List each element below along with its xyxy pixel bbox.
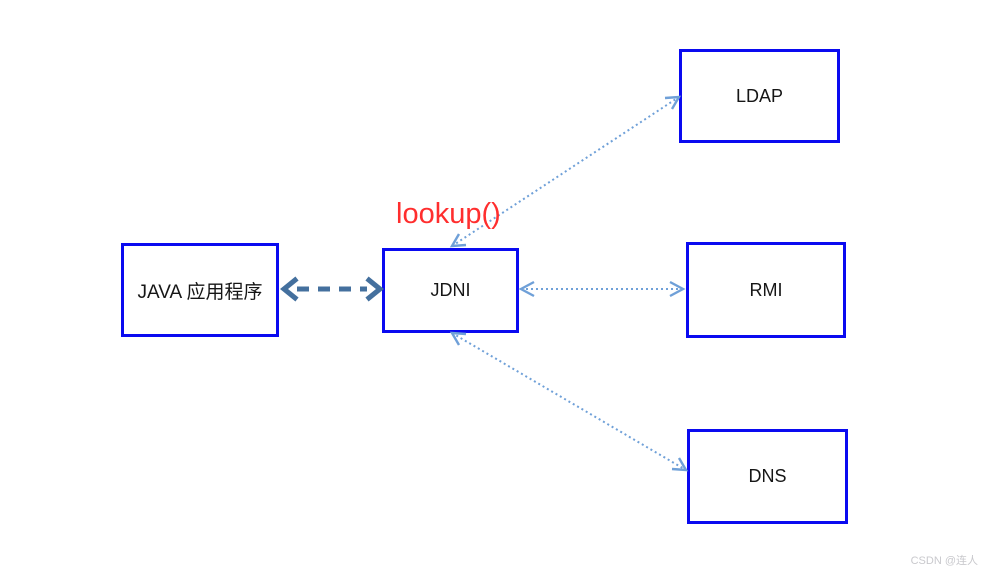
arrowhead-dns-icon — [671, 457, 689, 472]
arrowhead-rmi-icon — [669, 280, 686, 298]
arrowhead-jdni-bottom-icon — [449, 331, 467, 346]
arrowhead-ldap-icon — [664, 95, 682, 110]
arrowhead-jdni-top-icon — [449, 233, 467, 248]
arrowhead-jdni-right-icon — [518, 280, 535, 298]
edge-jdni-dns — [449, 331, 689, 472]
node-dns-label: DNS — [748, 466, 787, 486]
arrowhead-left-icon — [280, 276, 299, 302]
watermark: CSDN @连人 — [910, 555, 978, 567]
edge-jdni-rmi — [518, 280, 686, 298]
node-dns: DNS — [687, 429, 848, 524]
node-java-application: JAVA 应用程序 — [121, 243, 279, 337]
edge-java-jdni — [280, 276, 384, 302]
node-ldap-label: LDAP — [735, 85, 784, 106]
arrowhead-right-icon — [365, 276, 384, 302]
node-rmi: RMI — [686, 242, 846, 338]
node-ldap: LDAP — [679, 49, 840, 143]
node-java-application-label: JAVA 应用程序 — [137, 281, 263, 303]
lookup-annotation: lookup() — [396, 198, 501, 230]
node-jdni-label: JDNI — [430, 280, 471, 300]
node-jdni: JDNI — [382, 248, 519, 333]
node-rmi-label: RMI — [749, 279, 783, 300]
